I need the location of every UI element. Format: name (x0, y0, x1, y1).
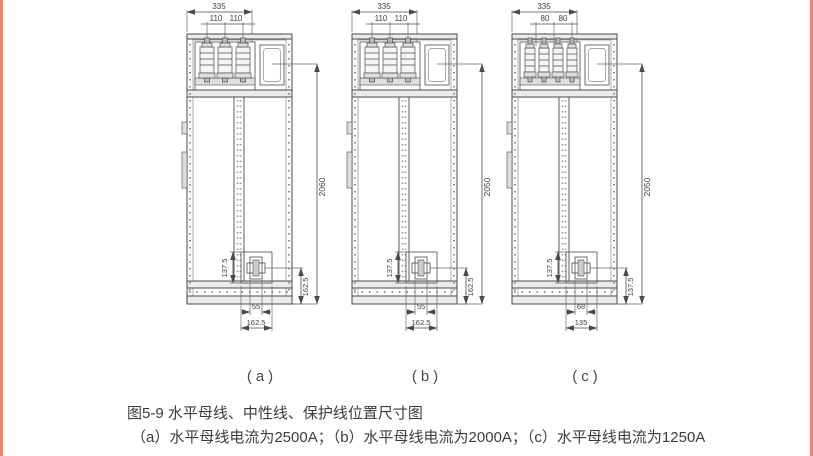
dim-clamp-width: 55 (252, 302, 260, 311)
dim-pitch-right: 110 (395, 14, 408, 23)
cabinet-elevation-c: 335 80 80 2050 137.5 137.5 68 135 (502, 2, 652, 362)
figure-caption-title: 图5-9 水平母线、中性线、保护线位置尺寸图 (127, 405, 423, 422)
dim-clamp-width: 55 (417, 302, 425, 311)
dim-right-vertical: 162.5 (301, 278, 310, 297)
dim-right-vertical: 137.5 (626, 278, 635, 297)
dim-clamp-offset: 162.5 (247, 318, 266, 327)
dim-height: 2060 (317, 177, 327, 196)
figure-label-c: (c) (572, 368, 602, 385)
dim-clamp-vertical: 137.5 (220, 259, 229, 278)
dim-pitch-left: 80 (541, 14, 550, 23)
dim-support-span: 335 (212, 2, 226, 11)
dim-height: 2050 (642, 177, 652, 196)
cabinet-drawing-c: 335 80 80 2050 137.5 137.5 68 135 (c) (502, 2, 672, 385)
dim-pitch-right: 110 (230, 14, 243, 23)
dim-pitch-left: 110 (375, 14, 388, 23)
dim-support-span: 335 (537, 2, 551, 11)
figure-label-a: (a) (246, 368, 278, 385)
figure-caption-legend: （a）水平母线电流为2500A；（b）水平母线电流为2000A；（c）水平母线电… (131, 429, 706, 446)
dim-clamp-vertical: 137.5 (385, 259, 394, 278)
dim-clamp-vertical: 137.5 (545, 259, 554, 278)
dim-pitch-right: 80 (559, 14, 568, 23)
dim-height: 2050 (482, 177, 492, 196)
cabinet-elevation-a: 335 110 110 2060 137.5 162.5 55 162.5 (177, 2, 327, 362)
cabinet-elevation-b: 335 110 110 2050 137.5 162.5 55 162.5 (342, 2, 492, 362)
figure-label-b: (b) (411, 368, 443, 385)
cabinet-drawing-b: 335 110 110 2050 137.5 162.5 55 162.5 (b… (342, 2, 512, 385)
page-edge-accent-left (0, 0, 3, 456)
figure-caption: 图5-9 水平母线、中性线、保护线位置尺寸图 （a）水平母线电流为2500A；（… (127, 402, 705, 450)
dim-clamp-width: 68 (577, 302, 585, 311)
dim-pitch-left: 110 (210, 14, 223, 23)
dim-clamp-offset: 135 (575, 318, 588, 327)
dim-clamp-offset: 162.5 (412, 318, 431, 327)
dim-support-span: 335 (377, 2, 391, 11)
page-edge-accent-right (810, 0, 813, 456)
dim-right-vertical: 162.5 (466, 278, 475, 297)
cabinet-drawing-a: 335 110 110 2060 137.5 162.5 55 162.5 (a… (177, 2, 347, 385)
